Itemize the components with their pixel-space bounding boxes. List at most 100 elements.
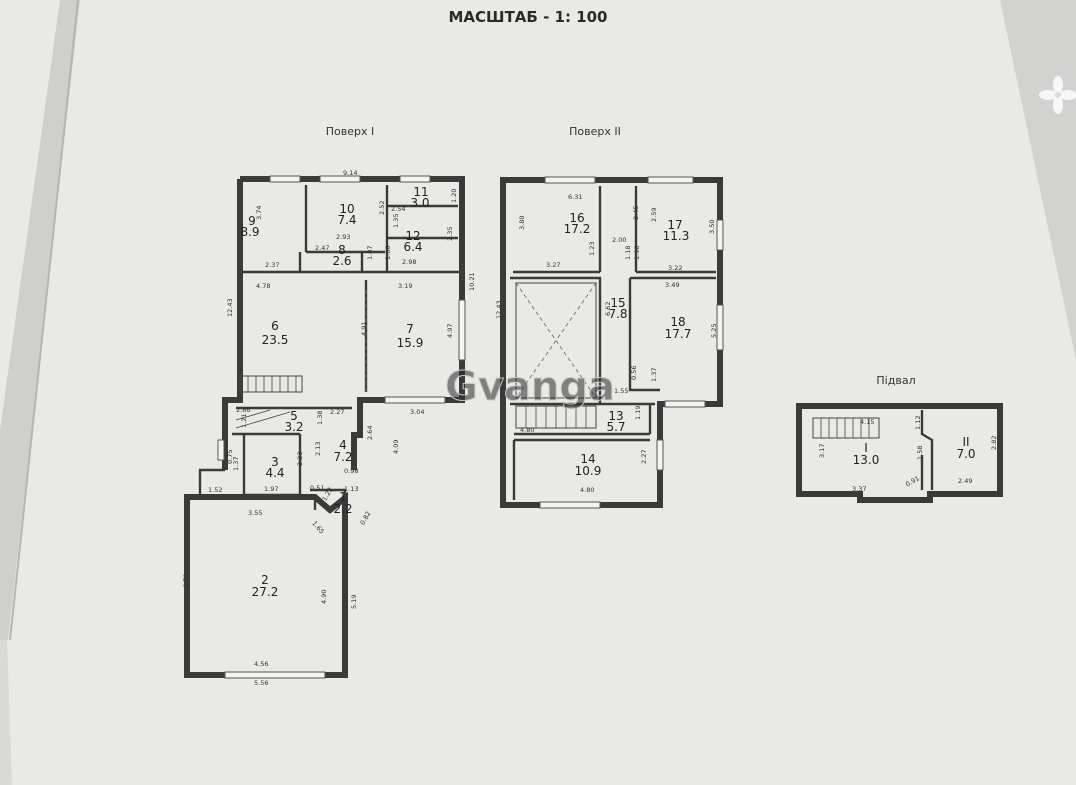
basement-title: Підвал [876, 374, 915, 387]
svg-text:2.27: 2.27 [330, 408, 344, 416]
svg-text:23.5: 23.5 [262, 333, 289, 347]
svg-text:17.7: 17.7 [665, 327, 692, 341]
svg-text:2.00: 2.00 [612, 236, 626, 244]
svg-text:3.27: 3.27 [546, 261, 560, 269]
svg-text:27.2: 27.2 [252, 585, 279, 599]
floor1-room-2: 227.2 [252, 573, 279, 599]
floor1-dimensions: 9.14 3.74 2.37 2.93 2.52 2.54 1.20 2.47 … [182, 169, 476, 687]
svg-text:0.75: 0.75 [226, 450, 234, 464]
floor1-window [319, 175, 361, 183]
svg-text:10.9: 10.9 [575, 464, 602, 478]
svg-text:0.51: 0.51 [310, 484, 324, 492]
floor2-room-13: 135.7 [606, 409, 625, 434]
svg-text:1.97: 1.97 [264, 485, 278, 493]
svg-text:6.4: 6.4 [403, 240, 422, 254]
svg-text:1.52: 1.52 [208, 486, 222, 494]
svg-text:3.04: 3.04 [410, 408, 424, 416]
svg-text:8.9: 8.9 [240, 225, 259, 239]
svg-text:2.59: 2.59 [650, 208, 658, 222]
watermark-logo: Gvanga [445, 364, 615, 410]
svg-text:1.07: 1.07 [366, 246, 374, 260]
floor1-room-7: 715.9 [397, 322, 424, 350]
svg-text:17: 17 [667, 218, 682, 232]
svg-text:4.4: 4.4 [265, 466, 284, 480]
floor2-window [664, 400, 706, 408]
svg-text:1.12: 1.12 [914, 416, 922, 430]
svg-text:2.47: 2.47 [315, 244, 329, 252]
floor1-window [458, 299, 466, 361]
svg-text:9: 9 [248, 214, 256, 228]
svg-text:3.37: 3.37 [852, 485, 866, 493]
floor1-room-1: 12.2 [333, 490, 352, 516]
svg-text:6.78: 6.78 [182, 574, 190, 588]
svg-text:5.25: 5.25 [710, 324, 718, 338]
svg-text:12: 12 [405, 229, 420, 243]
svg-text:2.52: 2.52 [378, 201, 386, 215]
svg-text:2.93: 2.93 [336, 233, 350, 241]
svg-text:18: 18 [670, 315, 685, 329]
svg-text:2.13: 2.13 [314, 442, 322, 456]
floor2-stairs [515, 405, 597, 429]
svg-text:7.0: 7.0 [956, 447, 975, 461]
svg-text:3.55: 3.55 [248, 509, 262, 517]
svg-text:6.31: 6.31 [568, 193, 582, 201]
svg-text:1.37: 1.37 [650, 368, 658, 382]
svg-text:2.64: 2.64 [366, 426, 374, 440]
svg-text:1.21: 1.21 [240, 414, 248, 428]
svg-text:1.18: 1.18 [624, 246, 632, 260]
svg-text:5.19: 5.19 [350, 595, 358, 609]
svg-text:I: I [864, 441, 868, 455]
floor1-room-5: 53.2 [284, 409, 303, 434]
svg-text:2: 2 [261, 573, 269, 587]
floor1-outer-wall-top [240, 176, 465, 470]
floor1-room-9: 98.9 [240, 214, 259, 239]
svg-text:3.22: 3.22 [668, 264, 682, 272]
basement-outer-wall [796, 403, 1003, 503]
basement-partition [920, 410, 934, 490]
floor1-window [269, 175, 301, 183]
svg-text:7.8: 7.8 [608, 307, 627, 321]
svg-text:1.55: 1.55 [614, 387, 628, 395]
svg-text:7.2: 7.2 [333, 450, 352, 464]
svg-text:3.49: 3.49 [665, 281, 679, 289]
svg-text:4.90: 4.90 [320, 590, 328, 604]
floor1-partitions [198, 185, 462, 510]
svg-text:3.50: 3.50 [708, 220, 716, 234]
svg-text:4.56: 4.56 [254, 660, 268, 668]
floor2-window [716, 304, 724, 351]
basement-stairs [812, 417, 880, 439]
svg-text:13.0: 13.0 [853, 453, 880, 467]
svg-text:5.7: 5.7 [606, 420, 625, 434]
svg-text:1.23: 1.23 [588, 242, 596, 256]
svg-text:4.80: 4.80 [520, 426, 534, 434]
svg-text:II: II [962, 435, 969, 449]
svg-text:3.74: 3.74 [255, 206, 263, 220]
svg-text:0.56: 0.56 [630, 366, 638, 380]
svg-text:1.98: 1.98 [633, 246, 641, 260]
svg-text:0.98: 0.98 [344, 467, 358, 475]
floor1-room-6: 623.5 [262, 319, 289, 347]
svg-text:10.21: 10.21 [468, 272, 476, 291]
svg-text:10: 10 [339, 202, 354, 216]
svg-text:4.78: 4.78 [256, 282, 270, 290]
svg-text:1: 1 [339, 490, 347, 504]
floor2-void-box [515, 282, 597, 399]
floor2-window [716, 219, 724, 251]
floor1-room-11: 113.0 [410, 185, 429, 210]
floor1-stairs [235, 375, 303, 429]
svg-text:3.2: 3.2 [284, 420, 303, 434]
floor2-dimensions: 6.31 3.80 2.45 2.59 3.50 2.00 3.27 1.23 … [495, 193, 718, 494]
floor2-window [656, 439, 664, 471]
svg-text:3.17: 3.17 [818, 444, 826, 458]
lace-flower-icon [1039, 76, 1076, 114]
svg-text:2.98: 2.98 [402, 258, 416, 266]
svg-text:8: 8 [338, 243, 346, 257]
floor2-partitions [510, 186, 716, 500]
svg-text:1.37: 1.37 [232, 457, 240, 471]
svg-text:14: 14 [580, 452, 595, 466]
svg-text:1.19: 1.19 [634, 406, 642, 420]
svg-text:2.23: 2.23 [296, 452, 304, 466]
floor1-room-10: 107.4 [337, 202, 356, 227]
